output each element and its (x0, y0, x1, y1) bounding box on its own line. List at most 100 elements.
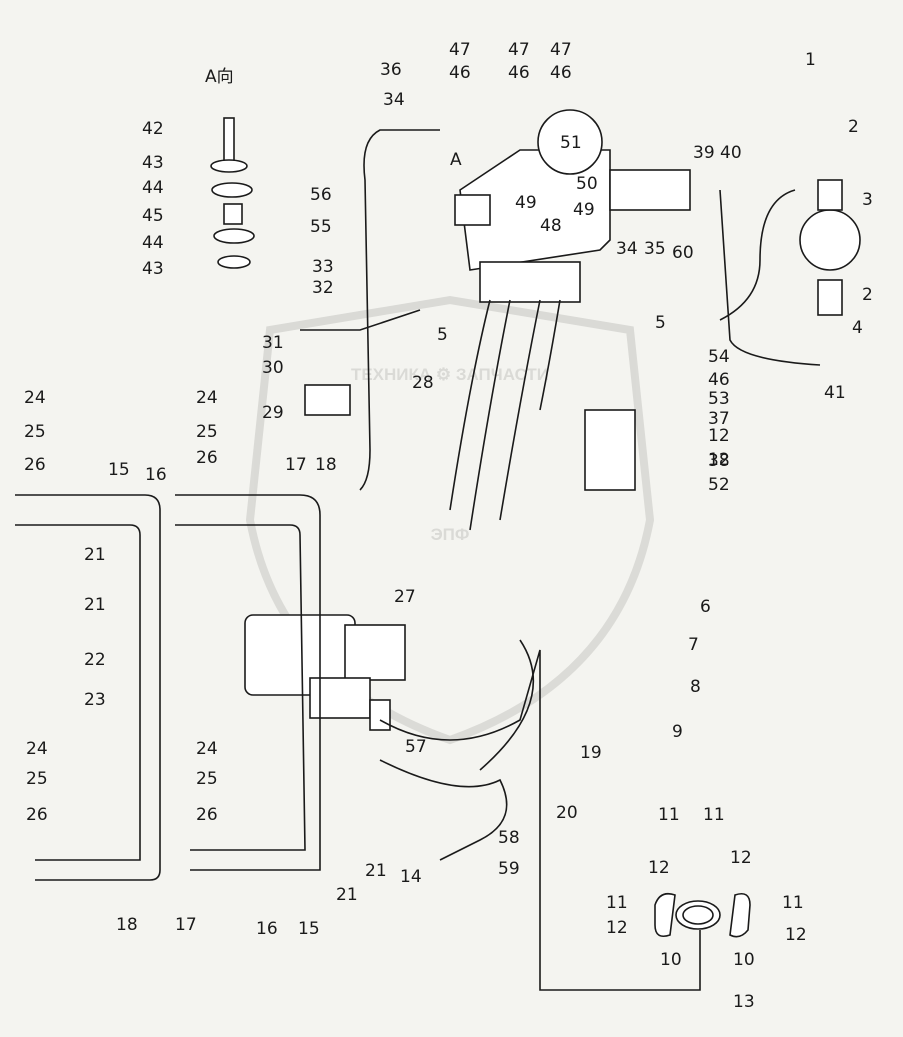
pressure-gauge (799, 179, 861, 316)
callout-12: 12 (606, 918, 628, 938)
callout-21: 21 (84, 595, 106, 615)
flange-parts (654, 892, 751, 938)
callout-15: 15 (108, 460, 130, 480)
callout-57: 57 (405, 737, 427, 757)
callout-27: 27 (394, 587, 416, 607)
callout-2: 2 (862, 285, 873, 305)
callout-60: 60 (672, 243, 694, 263)
callout-41: 41 (824, 383, 846, 403)
callout-38: 38 (708, 451, 730, 471)
callout-28: 28 (412, 373, 434, 393)
callout-48: 48 (540, 216, 562, 236)
callout-2: 2 (848, 117, 859, 137)
callout-25: 25 (196, 769, 218, 789)
callout-18: 18 (315, 455, 337, 475)
callout-40: 40 (720, 143, 742, 163)
callout-24: 24 (196, 739, 218, 759)
callout-58: 58 (498, 828, 520, 848)
callout-56: 56 (310, 185, 332, 205)
callout-11: 11 (703, 805, 725, 825)
callout-11: 11 (782, 893, 804, 913)
drawing-lines (15, 109, 861, 991)
callout-52: 52 (708, 475, 730, 495)
view-a-label: А向 (205, 67, 234, 87)
callout-42: 42 (142, 119, 164, 139)
callout-44: 44 (142, 233, 164, 253)
callout-46: 46 (708, 370, 730, 390)
callout-47: 47 (508, 40, 530, 60)
callout-4: 4 (852, 318, 863, 338)
callout-26: 26 (24, 455, 46, 475)
callout-21: 21 (336, 885, 358, 905)
callout-20: 20 (556, 803, 578, 823)
callout-46: 46 (508, 63, 530, 83)
callout-15: 15 (298, 919, 320, 939)
callout-24: 24 (24, 388, 46, 408)
callout-21: 21 (365, 861, 387, 881)
callout-9: 9 (672, 722, 683, 742)
callout-25: 25 (24, 422, 46, 442)
callout-46: 46 (550, 63, 572, 83)
callout-37: 37 (708, 409, 730, 429)
callout-34: 34 (616, 239, 638, 259)
callout-32: 32 (312, 278, 334, 298)
callout-16: 16 (145, 465, 167, 485)
callout-12: 12 (785, 925, 807, 945)
control-valve-block (454, 109, 691, 303)
callout-54: 54 (708, 347, 730, 367)
callout-25: 25 (196, 422, 218, 442)
callout-34: 34 (383, 90, 405, 110)
callout-43: 43 (142, 153, 164, 173)
detail-view-a (210, 117, 255, 269)
callout-3: 3 (862, 190, 873, 210)
callout-21: 21 (84, 545, 106, 565)
callout-12: 12 (648, 858, 670, 878)
callout-39: 39 (693, 143, 715, 163)
watermark-logo: ЭПФ (431, 525, 470, 544)
callout-16: 16 (256, 919, 278, 939)
callout-50: 50 (576, 174, 598, 194)
callout-12: 12 (708, 450, 730, 470)
callout-59: 59 (498, 859, 520, 879)
callout-17: 17 (285, 455, 307, 475)
callout-22: 22 (84, 650, 106, 670)
callout-30: 30 (262, 358, 284, 378)
callout-26: 26 (196, 805, 218, 825)
callout-55: 55 (310, 217, 332, 237)
callout-44: 44 (142, 178, 164, 198)
callout-25: 25 (26, 769, 48, 789)
callout-8: 8 (690, 677, 701, 697)
callout-12: 12 (708, 426, 730, 446)
callout-43: 43 (142, 259, 164, 279)
callout-24: 24 (26, 739, 48, 759)
callout-47: 47 (449, 40, 471, 60)
callout-11: 11 (606, 893, 628, 913)
callout-53: 53 (708, 389, 730, 409)
callout-7: 7 (688, 635, 699, 655)
callout-11: 11 (658, 805, 680, 825)
callout-51: 51 (560, 133, 582, 153)
callout-A: A (450, 150, 462, 170)
callout-33: 33 (312, 257, 334, 277)
callout-47: 47 (550, 40, 572, 60)
callout-18: 18 (116, 915, 138, 935)
callout-29: 29 (262, 403, 284, 423)
callout-19: 19 (580, 743, 602, 763)
callout-10: 10 (733, 950, 755, 970)
callout-46: 46 (449, 63, 471, 83)
callout-13: 13 (733, 992, 755, 1012)
callout-23: 23 (84, 690, 106, 710)
callout-31: 31 (262, 333, 284, 353)
callout-36: 36 (380, 60, 402, 80)
callout-5: 5 (655, 313, 666, 333)
callout-26: 26 (196, 448, 218, 468)
callout-49: 49 (515, 193, 537, 213)
callout-5: 5 (437, 325, 448, 345)
callout-17: 17 (175, 915, 197, 935)
watermark-brand: ТЕХНИКА ⚙ ЗАПЧАСТИ (351, 365, 549, 384)
callout-6: 6 (700, 597, 711, 617)
callout-49: 49 (573, 200, 595, 220)
callout-10: 10 (660, 950, 682, 970)
